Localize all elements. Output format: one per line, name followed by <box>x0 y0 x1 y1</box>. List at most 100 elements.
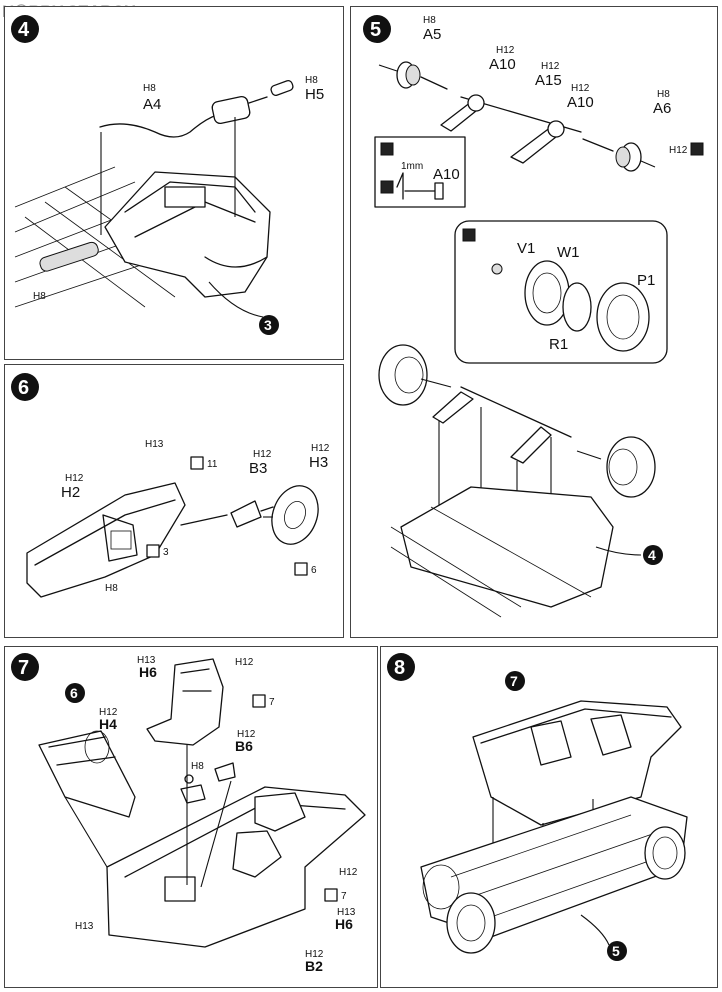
part-B6-lever <box>214 762 236 782</box>
step-number: 8 <box>394 657 405 679</box>
car-body-tub <box>106 786 366 948</box>
part-A15-axle <box>440 94 582 164</box>
paint-code: H8 <box>143 83 156 94</box>
star-icon <box>324 888 338 902</box>
wheel-part-label: P1 <box>637 272 655 289</box>
paint-code: H8 <box>423 15 436 26</box>
detail-inset: 1mm A10 <box>374 136 466 208</box>
paint-code: H12 <box>305 949 324 960</box>
step-number: 7 <box>18 657 29 679</box>
part-label: A6 <box>653 100 671 117</box>
paint-code: H12 <box>339 867 358 878</box>
step-number: 6 <box>18 377 29 399</box>
step-ref: 5 <box>612 943 620 959</box>
paint-code: H13 <box>145 439 164 450</box>
step-number-badge <box>11 373 39 401</box>
part-label: H4 <box>99 716 117 732</box>
paint-code: H12 <box>99 707 118 718</box>
arrow <box>64 745 232 888</box>
step-8-panel: 8 7 5 <box>380 646 718 988</box>
step-number: 5 <box>370 19 381 41</box>
arrow <box>208 281 264 318</box>
step-ref: 4 <box>648 547 656 563</box>
step-ref-badge <box>643 545 663 565</box>
star-ref: 7 <box>341 891 347 902</box>
decal-icon <box>690 142 704 156</box>
step-ref-badge <box>505 671 525 691</box>
paint-code: H13 <box>75 921 94 932</box>
paint-code: H12 <box>311 443 330 454</box>
chassis-floor <box>390 486 614 618</box>
step-ref-badge <box>607 941 627 961</box>
part-H4-shifter <box>180 774 206 804</box>
paint-code: H12 <box>571 83 590 94</box>
paint-code: H8 <box>191 761 204 772</box>
step-number-badge <box>11 653 39 681</box>
part-label: B2 <box>305 958 323 974</box>
step-7-diagram: 7 6 H13 H6 H12 H12 H4 <box>11 653 366 974</box>
wheel-part-label: V1 <box>517 240 535 257</box>
part-H5-tip <box>270 80 294 96</box>
paint-code: H12 <box>496 45 515 56</box>
paint-code: H12 <box>541 61 560 72</box>
paint-code: H8 <box>657 89 670 100</box>
step-number: 4 <box>18 19 30 41</box>
chassis <box>420 796 688 954</box>
step-6-panel: 6 H13 H12 H2 H12 B3 H12 H3 H8 11 3 6 <box>4 364 344 638</box>
part-label: H6 <box>335 916 353 932</box>
part-label: A5 <box>423 26 441 43</box>
step-number-badge <box>363 15 391 43</box>
part-H3-steering-wheel <box>271 485 319 545</box>
step-7-panel: 7 6 H13 H6 H12 H12 H4 <box>4 646 378 988</box>
step-ref: 6 <box>70 685 78 701</box>
paint-code: H13 <box>337 907 356 918</box>
star-ref: 11 <box>207 459 218 470</box>
star-ref: 7 <box>269 697 275 708</box>
paint-code: H13 <box>137 655 156 666</box>
star-ref: 6 <box>311 565 317 576</box>
step-8-diagram: 8 7 5 <box>387 653 688 961</box>
part-label: H5 <box>305 86 324 103</box>
part-B3-column <box>180 500 274 528</box>
part-label: A4 <box>143 96 161 113</box>
dashboard-assembly <box>38 730 136 818</box>
arrow <box>595 546 642 556</box>
paint-code: H8 <box>105 583 118 594</box>
paint-code: H8 <box>305 75 318 86</box>
step-5-panel: 5 H8 A5 H12 A10 H12 A15 H12 A10 H8 <box>350 6 718 638</box>
part-A5-hub <box>378 61 448 90</box>
star-icon <box>146 544 160 558</box>
step-ref: 3 <box>264 317 272 333</box>
star-ref: 3 <box>163 547 169 558</box>
paint-code: H12 <box>235 657 254 668</box>
step-6-diagram: 6 H13 H12 H2 H12 B3 H12 H3 H8 11 3 6 <box>11 373 330 598</box>
step-number-badge <box>387 653 415 681</box>
part-H2-dashboard <box>26 482 186 598</box>
wheel-inset: V1 W1 P1 R1 <box>454 220 668 364</box>
part-label: A15 <box>535 72 562 89</box>
part-label: H3 <box>309 454 328 471</box>
paint-code: H12 <box>253 449 272 460</box>
car-body-tub <box>104 171 271 298</box>
step-ref-badge <box>259 315 279 335</box>
step-4-diagram: 4 H8 A4 H8 H5 H8 <box>11 15 324 335</box>
star-icon <box>294 562 308 576</box>
inset-mm: 1mm <box>401 161 423 172</box>
star-icon <box>252 694 266 708</box>
step-ref: 7 <box>510 673 518 689</box>
step-number-badge <box>11 15 39 43</box>
arrow <box>580 914 610 946</box>
part-label: A10 <box>567 94 594 111</box>
paint-code: H12 <box>669 145 688 156</box>
step-ref-badge <box>65 683 85 703</box>
wheel-part-label: R1 <box>549 336 568 353</box>
step-4-panel: 4 H8 A4 H8 H5 H8 <box>4 6 344 360</box>
interior-tub <box>472 700 682 826</box>
part-label: A10 <box>489 56 516 73</box>
wheel-part-label: W1 <box>557 244 580 261</box>
paint-code: H12 <box>237 729 256 740</box>
chassis-floor <box>14 166 206 308</box>
inset-part: A10 <box>433 166 460 183</box>
part-label: H2 <box>61 484 80 501</box>
axle-install <box>378 344 656 567</box>
